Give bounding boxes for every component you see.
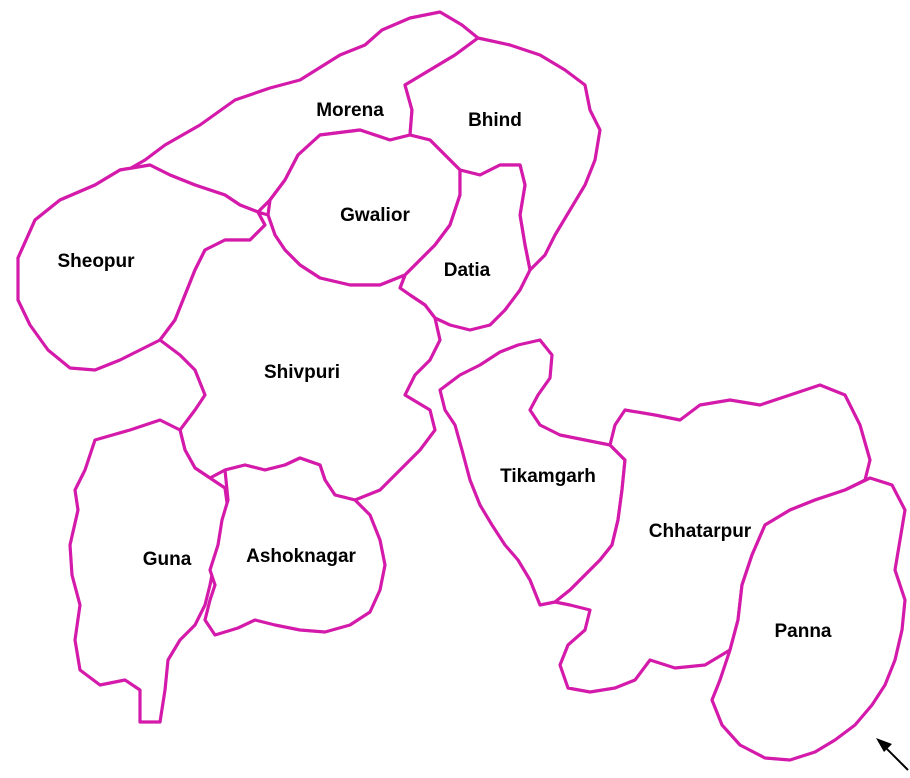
district-panna xyxy=(710,476,907,762)
label-tikamgarh: Tikamgarh xyxy=(500,466,596,487)
district-chhatarpur xyxy=(553,383,872,694)
district-guna xyxy=(68,418,230,724)
label-chhatarpur: Chhatarpur xyxy=(649,521,752,542)
label-bhind: Bhind xyxy=(468,110,522,131)
district-ashoknagar xyxy=(203,456,387,637)
label-sheopur: Sheopur xyxy=(57,251,135,272)
label-guna: Guna xyxy=(143,549,192,570)
label-ashoknagar: Ashoknagar xyxy=(246,546,356,567)
label-morena: Morena xyxy=(316,100,384,121)
arrow-icon xyxy=(876,738,909,771)
label-gwalior: Gwalior xyxy=(340,205,410,226)
label-datia: Datia xyxy=(444,260,491,281)
district-datia xyxy=(398,163,532,332)
label-shivpuri: Shivpuri xyxy=(264,362,340,383)
label-panna: Panna xyxy=(774,621,831,642)
